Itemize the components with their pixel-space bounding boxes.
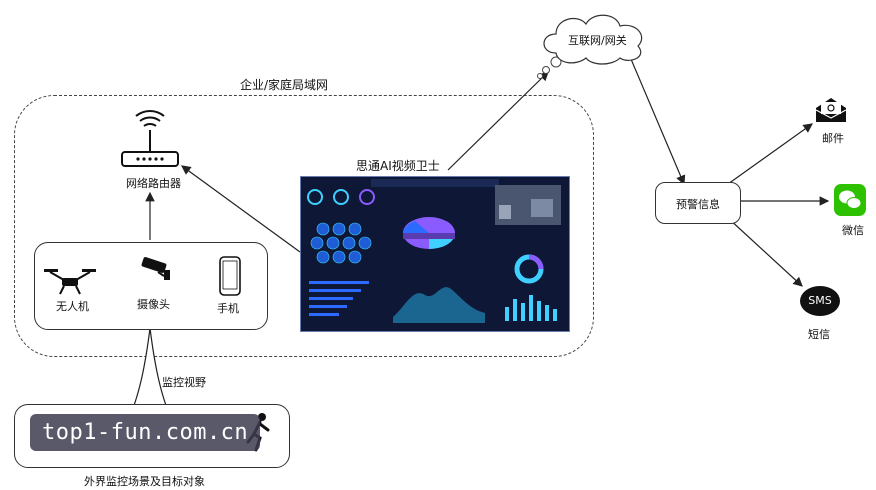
wechat-label: 微信	[842, 222, 864, 238]
sms-icon-text: SMS	[808, 294, 831, 307]
phone-label: 手机	[217, 300, 239, 316]
platform-to-router-arrow	[182, 166, 300, 252]
camera-icon	[138, 256, 174, 284]
alert-to-email-arrow	[728, 124, 812, 184]
drone-icon	[44, 266, 96, 296]
phone-icon	[218, 256, 242, 296]
email-icon	[814, 96, 848, 124]
dashboard-screenshot	[300, 176, 570, 332]
camera-label: 摄像头	[137, 296, 170, 312]
watermark: top1-fun.com.cn	[30, 414, 260, 451]
monitor-view-label: 监控视野	[162, 374, 206, 390]
alert-to-sms-arrow	[728, 218, 802, 286]
sms-label: 短信	[808, 326, 830, 342]
router-icon	[120, 112, 180, 172]
external-label: 外界监控场景及目标对象	[84, 473, 205, 489]
platform-to-cloud-arrow	[448, 72, 548, 170]
sms-bubble-icon: SMS	[800, 286, 840, 316]
wechat-icon	[834, 184, 866, 216]
alert-label: 预警信息	[676, 196, 720, 212]
cloud-to-alert-arrow	[628, 52, 684, 184]
dashboard-graphic	[301, 177, 569, 331]
drone-label: 无人机	[56, 298, 89, 314]
cloud-bubble-3	[538, 74, 543, 79]
email-label: 邮件	[822, 130, 844, 146]
platform-label: 思通AI视频卫士	[356, 157, 440, 174]
router-label: 网络路由器	[126, 175, 181, 191]
internet-label: 互联网/网关	[568, 32, 627, 48]
